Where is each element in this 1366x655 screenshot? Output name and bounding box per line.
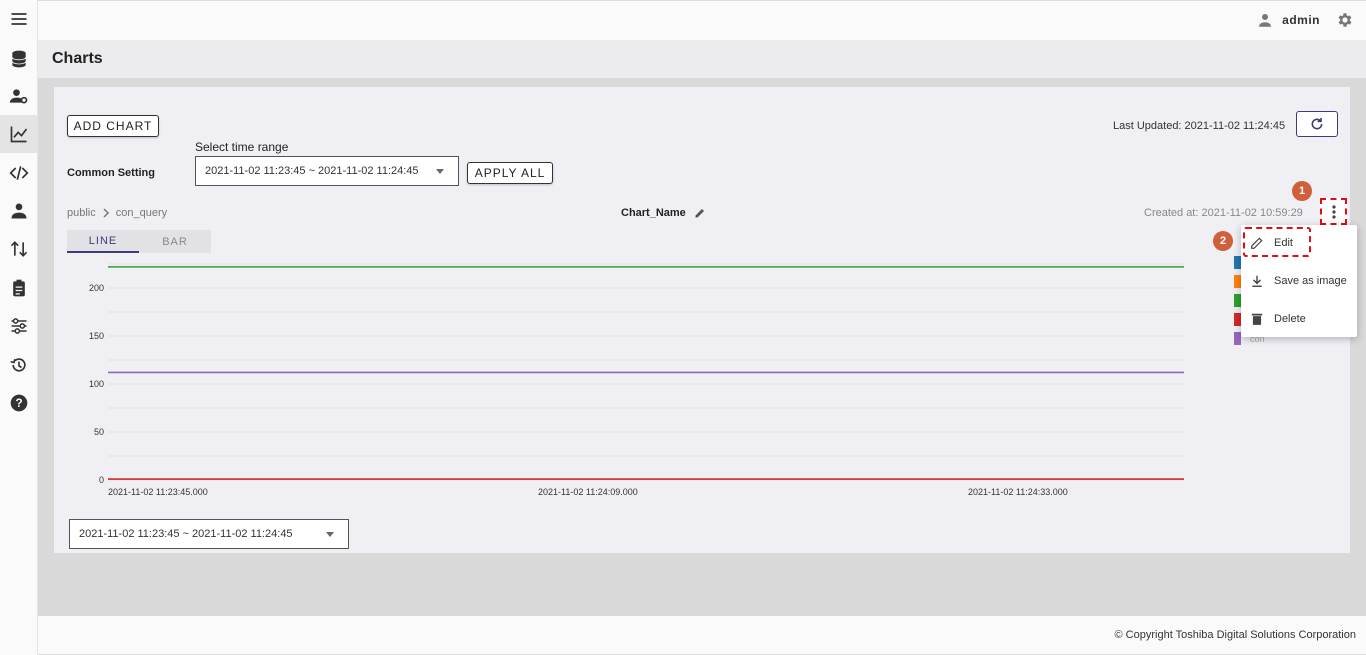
refresh-button[interactable] bbox=[1296, 111, 1338, 137]
footer: © Copyright Toshiba Digital Solutions Co… bbox=[38, 616, 1366, 655]
last-updated: Last Updated: 2021-11-02 11:24:45 bbox=[1113, 120, 1286, 132]
sidebar-item-import-export[interactable] bbox=[0, 230, 38, 268]
y-tick-label: 100 bbox=[89, 379, 104, 389]
chart-type-tabs: LINE BAR bbox=[67, 230, 211, 253]
breadcrumb: public con_query bbox=[67, 207, 167, 219]
legend-label-fragment: con bbox=[1250, 334, 1265, 344]
restore-icon bbox=[10, 358, 26, 372]
copyright: © Copyright Toshiba Digital Solutions Co… bbox=[1114, 629, 1356, 641]
sidebar-item-restore[interactable] bbox=[0, 346, 38, 384]
sidebar-item-help[interactable]: ? bbox=[0, 384, 38, 422]
user-area: admin bbox=[1256, 11, 1354, 29]
x-tick-label: 2021-11-02 11:23:45.000 bbox=[108, 487, 208, 497]
legend-swatch[interactable] bbox=[1234, 313, 1241, 326]
import-export-icon bbox=[10, 241, 28, 257]
legend-swatch[interactable] bbox=[1234, 294, 1241, 307]
menu-item-label: Edit bbox=[1274, 237, 1293, 249]
users-icon bbox=[11, 203, 27, 219]
help-icon: ? bbox=[10, 394, 28, 412]
common-setting-label: Common Setting bbox=[67, 167, 155, 179]
x-tick-label: 2021-11-02 11:24:09.000 bbox=[538, 487, 638, 497]
clipboard-icon bbox=[13, 279, 25, 297]
trash-icon bbox=[1251, 313, 1263, 325]
step-badge-2: 2 bbox=[1213, 231, 1233, 251]
sidebar-item-charts[interactable] bbox=[0, 115, 38, 153]
chevron-down-icon bbox=[326, 532, 334, 537]
svg-text:?: ? bbox=[15, 397, 22, 410]
breadcrumb-query[interactable]: con_query bbox=[115, 207, 168, 219]
line-chart: 0 50 100 150 200 2021-11-02 11:23:45.000 2021-… bbox=[89, 263, 1184, 497]
sidebar-item-database[interactable] bbox=[0, 40, 38, 78]
legend-swatch[interactable] bbox=[1234, 275, 1241, 288]
user-settings-icon bbox=[9, 89, 28, 104]
created-at: Created at: 2021-11-02 10:59:29 bbox=[1144, 207, 1303, 219]
sidebar-item-clipboard[interactable] bbox=[0, 269, 38, 307]
sidebar-item-users[interactable] bbox=[0, 192, 38, 230]
select-time-range-label: Select time range bbox=[195, 140, 289, 154]
settings-sliders-icon bbox=[11, 318, 27, 334]
apply-all-button[interactable]: APPLY ALL bbox=[467, 162, 553, 184]
time-range-value: 2021-11-02 11:23:45 ~ 2021-11-02 11:24:4… bbox=[205, 165, 419, 177]
menu-item-edit[interactable]: Edit bbox=[1241, 226, 1357, 260]
menu-item-delete[interactable]: Delete bbox=[1241, 302, 1357, 336]
code-icon bbox=[9, 166, 29, 180]
database-icon bbox=[11, 50, 27, 68]
menu-icon bbox=[11, 13, 27, 25]
chart-time-range-value: 2021-11-02 11:23:45 ~ 2021-11-02 11:24:4… bbox=[79, 528, 293, 540]
gear-icon[interactable] bbox=[1336, 11, 1354, 29]
chevron-right-icon bbox=[103, 208, 109, 218]
menu-item-label: Save as image bbox=[1274, 275, 1347, 287]
tab-bar[interactable]: BAR bbox=[162, 235, 188, 248]
sidebar-item-settings[interactable] bbox=[0, 307, 38, 345]
download-icon bbox=[1252, 275, 1262, 287]
time-range-select[interactable]: 2021-11-02 11:23:45 ~ 2021-11-02 11:24:4… bbox=[195, 156, 459, 186]
sidebar-item-user-settings[interactable] bbox=[0, 77, 38, 115]
refresh-icon bbox=[1311, 118, 1323, 130]
chart-name-text: Chart_Name bbox=[621, 207, 686, 219]
y-tick-label: 200 bbox=[89, 283, 104, 293]
tab-line[interactable]: LINE bbox=[67, 230, 139, 253]
pencil-icon bbox=[1251, 237, 1263, 249]
y-tick-label: 150 bbox=[89, 331, 104, 341]
user-icon bbox=[1259, 14, 1272, 27]
page-title: Charts bbox=[52, 50, 103, 67]
breadcrumb-schema[interactable]: public bbox=[67, 207, 96, 219]
page-header: Charts bbox=[38, 40, 1366, 78]
menu-toggle[interactable] bbox=[0, 0, 38, 38]
chart-menu-button[interactable] bbox=[1320, 198, 1347, 225]
sidebar-item-code[interactable] bbox=[0, 154, 38, 192]
chart-line-icon bbox=[10, 126, 28, 143]
chart-time-range-select[interactable]: 2021-11-02 11:23:45 ~ 2021-11-02 11:24:4… bbox=[69, 519, 349, 549]
pencil-icon[interactable] bbox=[694, 207, 706, 219]
more-vert-icon bbox=[1331, 204, 1336, 219]
sidebar: ? bbox=[0, 0, 38, 655]
x-tick-label: 2021-11-02 11:24:33.000 bbox=[968, 487, 1068, 497]
chevron-down-icon bbox=[436, 169, 444, 174]
y-tick-label: 0 bbox=[99, 475, 104, 485]
step-badge-1: 1 bbox=[1292, 181, 1312, 201]
edit-highlight-box bbox=[1243, 227, 1311, 257]
top-bar: admin bbox=[38, 0, 1366, 40]
y-tick-label: 50 bbox=[94, 427, 104, 437]
menu-item-save-as-image[interactable]: Save as image bbox=[1241, 264, 1357, 298]
chart-context-menu: Edit Save as image Delete bbox=[1241, 225, 1357, 337]
username[interactable]: admin bbox=[1282, 13, 1320, 27]
legend-swatch[interactable] bbox=[1234, 256, 1241, 269]
menu-item-label: Delete bbox=[1274, 313, 1306, 325]
legend-swatch[interactable] bbox=[1234, 332, 1241, 345]
chart-name: Chart_Name bbox=[621, 207, 706, 219]
add-chart-button[interactable]: ADD CHART bbox=[67, 115, 159, 137]
